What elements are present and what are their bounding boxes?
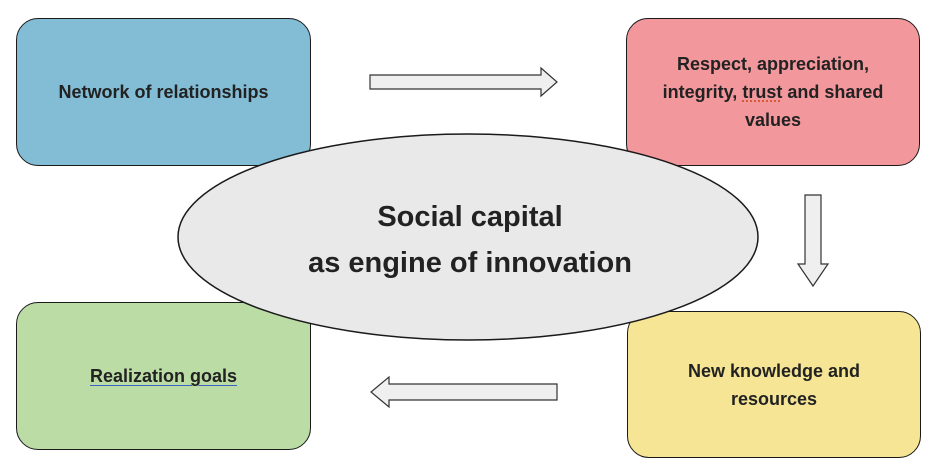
center-title-line-2: as engine of innovation: [308, 247, 632, 279]
respect-line-2: integrity, trust and shared: [663, 78, 884, 106]
network-of-relationships-box: Network of relationships: [16, 18, 311, 166]
realization-goals-label: Realization goals: [89, 366, 238, 386]
left-arrow-icon: [370, 375, 558, 409]
knowledge-line-2: resources: [730, 388, 818, 409]
new-knowledge-box: New knowledge and resources: [627, 311, 921, 458]
down-arrow-icon: [796, 194, 830, 288]
respect-line-2-start: integrity,: [662, 82, 743, 102]
respect-values-box: Respect, appreciation, integrity, trust …: [626, 18, 920, 166]
new-knowledge-label: New knowledge and resources: [688, 357, 860, 413]
respect-line-3: values: [744, 110, 802, 130]
right-arrow-icon: [369, 66, 558, 98]
realization-goals-box: Realization goals: [16, 302, 311, 450]
respect-line-1: Respect, appreciation,: [676, 54, 870, 74]
respect-line-2-end: and shared: [782, 82, 884, 102]
respect-values-label: Respect, appreciation, integrity, trust …: [663, 50, 884, 134]
knowledge-line-1: New knowledge and: [687, 360, 861, 381]
trust-word: trust: [742, 82, 783, 102]
network-of-relationships-label: Network of relationships: [58, 82, 269, 102]
center-title-line-1: Social capital: [377, 201, 563, 233]
